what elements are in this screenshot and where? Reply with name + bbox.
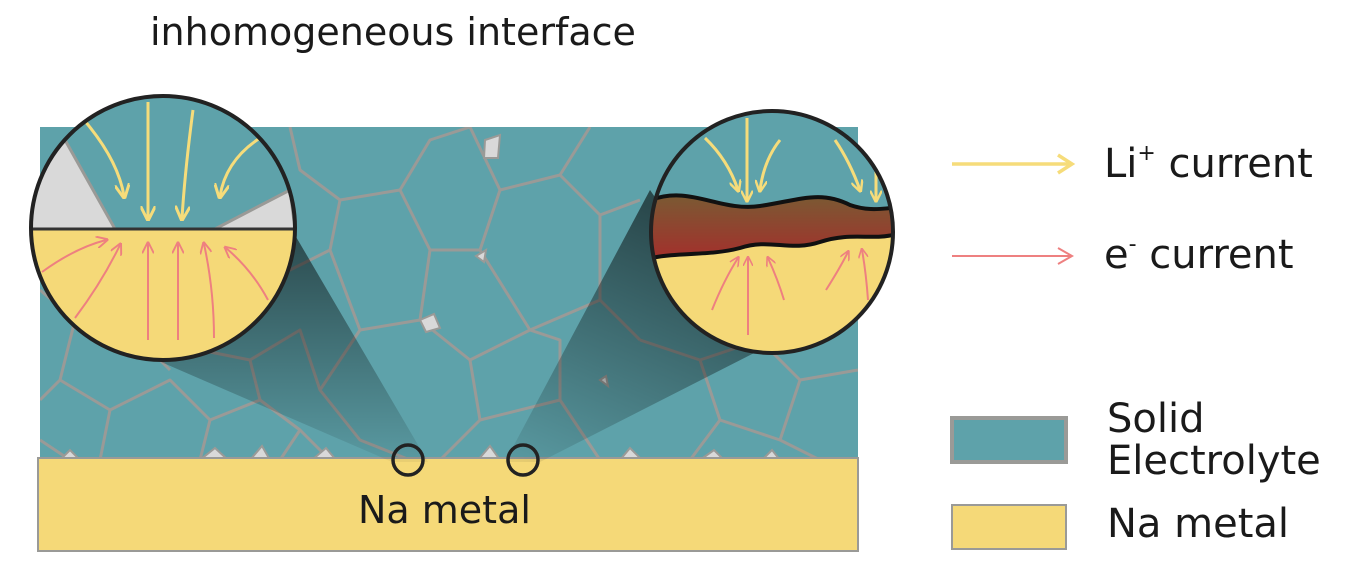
magnification-beam-left [138, 230, 428, 462]
zoom-circle-right [649, 109, 895, 355]
legend-e-current-label: e- current [1104, 232, 1294, 278]
legend [950, 153, 1076, 550]
legend-li-current-label: Li+ current [1104, 141, 1313, 187]
e-current-arrows-right [711, 250, 869, 335]
zoom-spot-right [506, 443, 540, 477]
e-current-arrows-left [41, 240, 269, 340]
legend-solid-electrolyte-swatch [950, 416, 1068, 464]
legend-na-metal-label: Na metal [1107, 501, 1290, 547]
na-metal-label: Na metal [358, 488, 531, 532]
zoom-circle-left [29, 94, 297, 362]
legend-na-metal-swatch [951, 504, 1067, 550]
diagram-title: inhomogeneous interface [150, 10, 636, 54]
na-metal-electrode [37, 457, 859, 552]
zoom-spot-left [391, 443, 425, 477]
li-current-arrows-left [82, 102, 261, 218]
